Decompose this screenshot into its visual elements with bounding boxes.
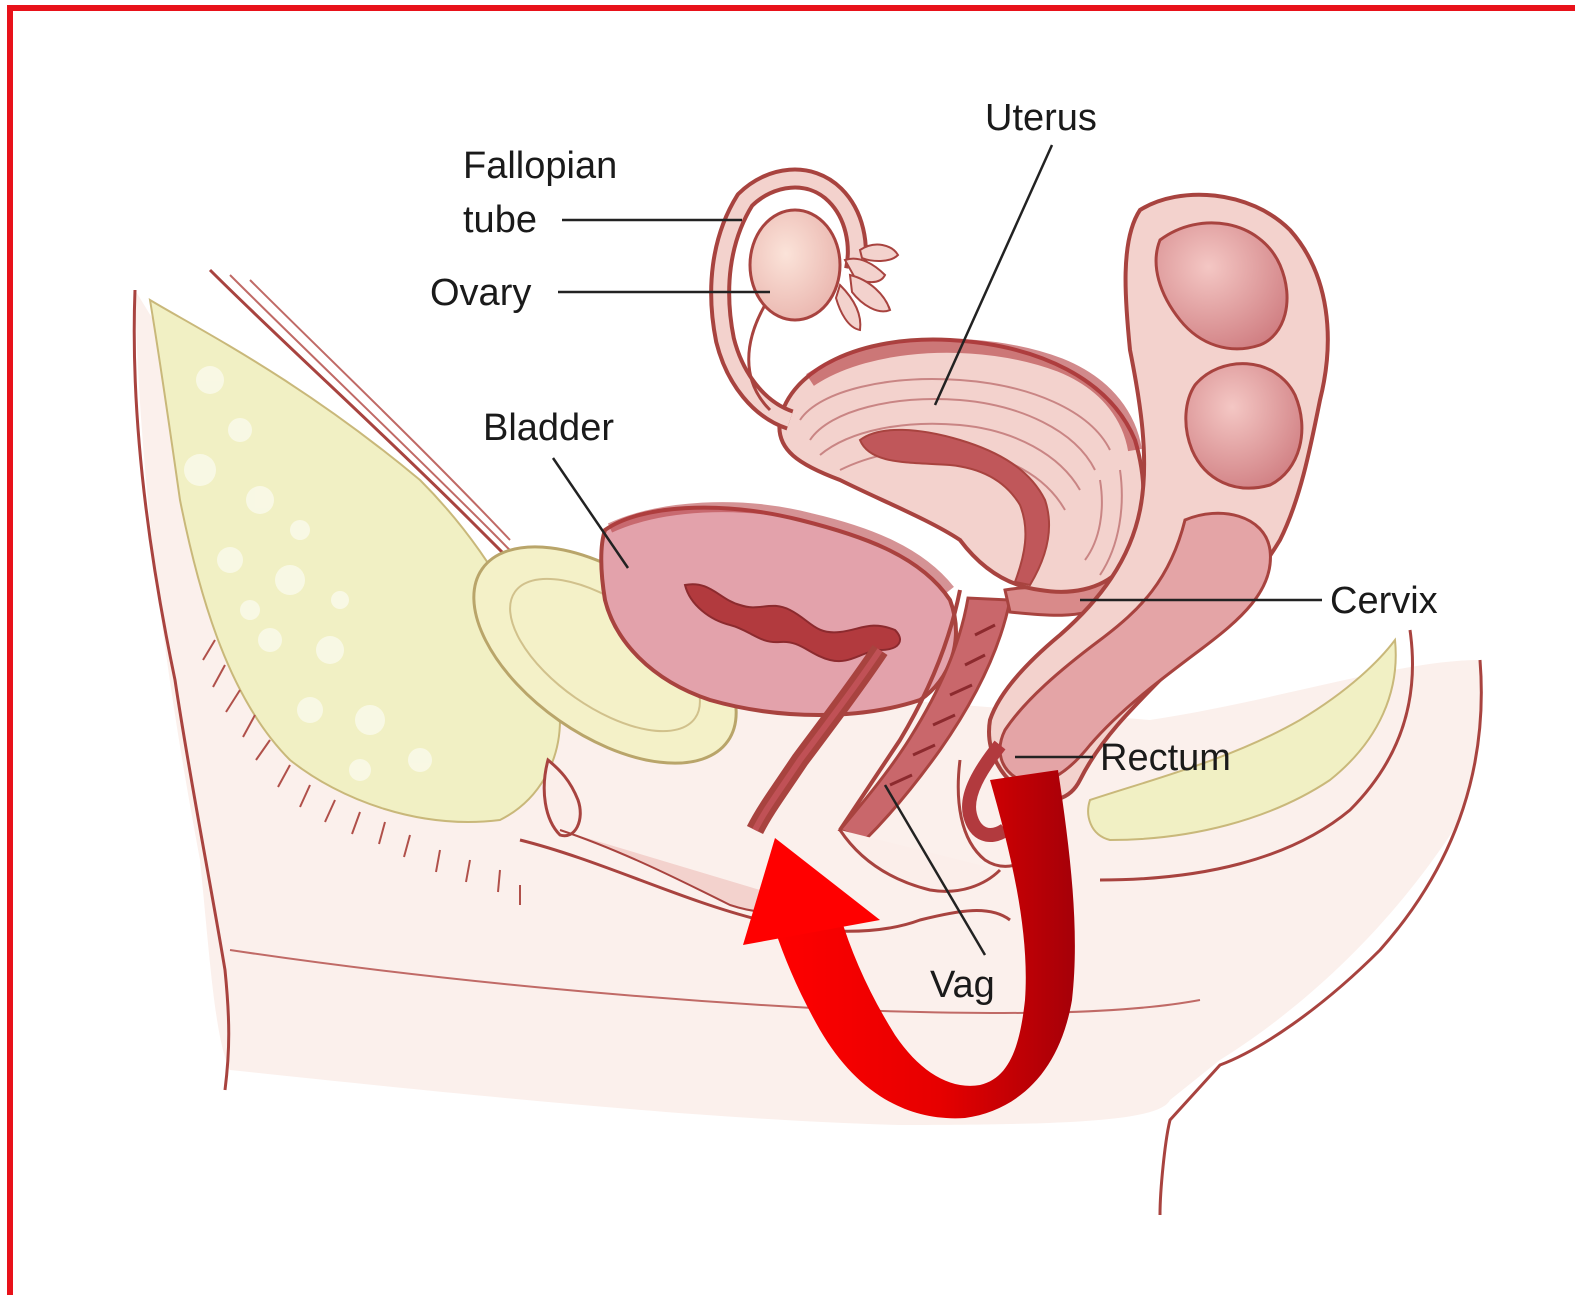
label-fallopian-line2: tube bbox=[463, 199, 537, 241]
label-fallopian-line1: Fallopian bbox=[463, 145, 617, 187]
bowel-loop-middle bbox=[1186, 364, 1302, 488]
label-uterus: Uterus bbox=[985, 97, 1097, 139]
label-rectum: Rectum bbox=[1100, 737, 1231, 779]
label-ovary: Ovary bbox=[430, 272, 531, 314]
label-vagina-partial: Vag bbox=[930, 964, 995, 1006]
label-bladder: Bladder bbox=[483, 407, 614, 449]
label-cervix: Cervix bbox=[1330, 580, 1438, 622]
ovary bbox=[750, 210, 840, 320]
fimbriae bbox=[836, 245, 898, 330]
